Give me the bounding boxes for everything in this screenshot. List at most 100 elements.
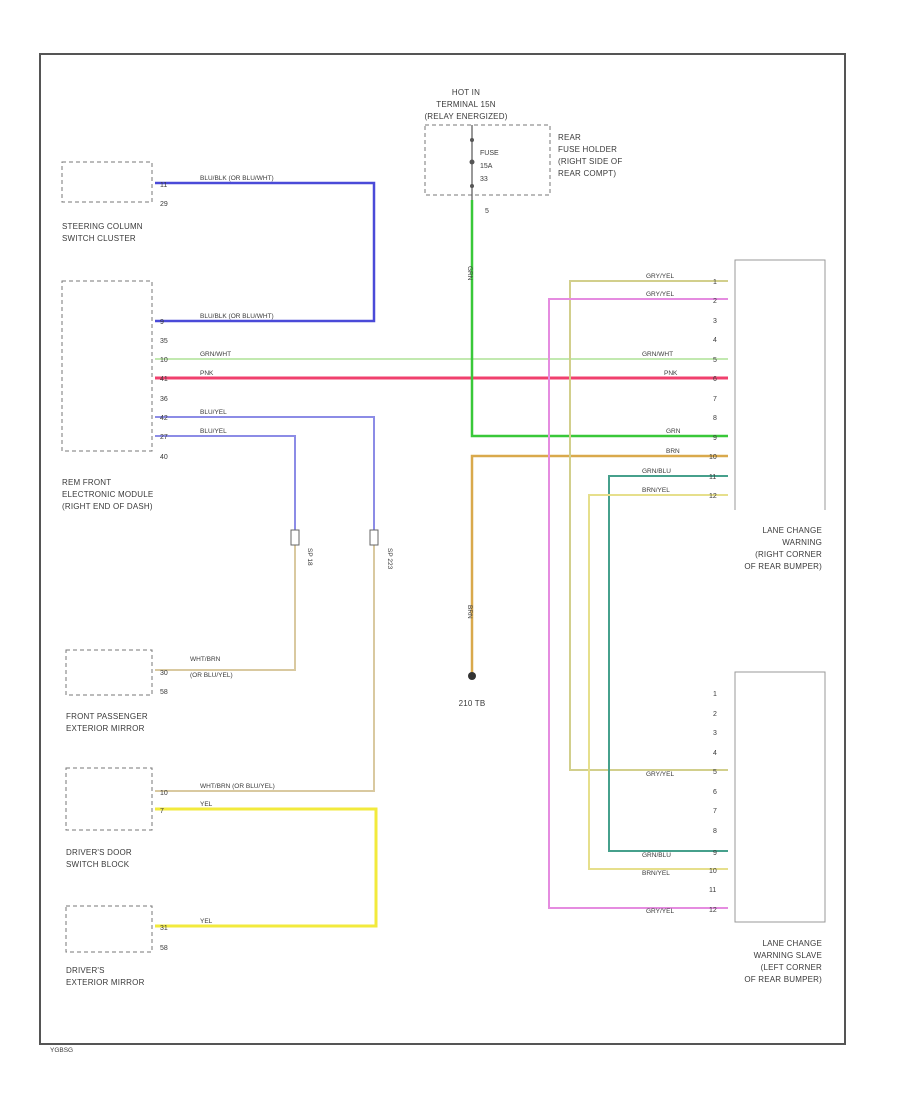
ground-label: 210 TB [459, 699, 486, 708]
lcw-master-pin-6: 6 [713, 376, 717, 383]
lcw-master-wire-5: PNK [664, 370, 678, 377]
steering-wire-label: BLU/BLK (OR BLU/WHT) [200, 175, 274, 182]
lane-change-warning-slave: 1 2 3 4 5 6 7 8 9 10 11 12 GRY/YEL GRN/B… [642, 671, 826, 984]
lcw-master-pin-1: 1 [713, 279, 717, 286]
rem-label-2: ELECTRONIC MODULE [62, 490, 153, 499]
splice-223-label: SP 223 [386, 548, 393, 570]
ground-icon [468, 672, 476, 680]
fuse-label: FUSE [480, 150, 499, 157]
fuse-rating: 15A [480, 163, 493, 170]
lcw-master-label-4: OF REAR BUMPER) [744, 562, 822, 571]
driver-exterior-mirror: 31 58 YEL DRIVER'S EXTERIOR MIRROR [65, 905, 213, 987]
ground: 210 TB BRN [459, 605, 486, 708]
hot-label-3: (RELAY ENERGIZED) [424, 112, 507, 121]
lcw-slave-pin-7: 7 [713, 808, 717, 815]
driver-switch-pin-1: 10 [160, 790, 168, 797]
passenger-mirror-label-1: FRONT PASSENGER [66, 712, 148, 721]
rem-wire-label-3: PNK [200, 370, 214, 377]
lcw-master-pin-4: 4 [713, 337, 717, 344]
driver-mirror-wire-1: YEL [200, 918, 213, 925]
lcw-slave-pin-9: 9 [713, 850, 717, 857]
rem-pin-4: 41 [160, 376, 168, 383]
lcw-master-wire-11: GRN/BLU [642, 468, 671, 475]
lcw-slave-pin-11: 11 [709, 887, 716, 894]
driver-switch-label-1: DRIVER'S DOOR [66, 848, 132, 857]
power-terminal: 5 [485, 208, 489, 215]
lcw-master-pin-8: 8 [713, 415, 717, 422]
wire-gry-yel-2 [548, 298, 728, 909]
passenger-mirror-pin-1: 30 [160, 670, 168, 677]
rem-box [61, 280, 153, 452]
lcw-slave-box [734, 671, 826, 923]
splice-223-icon [369, 529, 379, 546]
passenger-mirror-wire-2: (OR BLU/YEL) [190, 672, 233, 679]
rem-wire-label-1: BLU/BLK (OR BLU/WHT) [200, 313, 274, 320]
holder-label-4: REAR COMPT) [558, 169, 616, 178]
splice-18: SP 18 [290, 529, 313, 566]
lcw-master-pin-3: 3 [713, 318, 717, 325]
lcw-master-wire-1: GRY/YEL [646, 273, 674, 280]
hot-label-2: TERMINAL 15N [436, 100, 495, 109]
splice-18-label: SP 18 [306, 548, 313, 566]
rem-label-3: (RIGHT END OF DASH) [62, 502, 153, 511]
power-wire-label: GRN [466, 266, 473, 281]
splice-18-icon [290, 529, 300, 546]
wire-wht-brn-passenger [155, 545, 296, 671]
passenger-mirror-box [65, 649, 153, 696]
lcw-master-wire-2: GRY/YEL [646, 291, 674, 298]
lcw-slave-wire-10: BRN/YEL [642, 870, 670, 877]
lcw-master-label-1: LANE CHANGE [762, 526, 822, 535]
rem-pin-1: 9 [160, 319, 164, 326]
front-passenger-mirror: 30 58 WHT/BRN (OR BLU/YEL) FRONT PASSENG… [65, 649, 233, 733]
lcw-slave-pin-1: 1 [713, 691, 717, 698]
lcw-slave-pin-5: 5 [713, 769, 717, 776]
lcw-master-pin-11: 11 [709, 474, 716, 481]
wire-grn-blu [608, 475, 728, 852]
lcw-master-pin-7: 7 [713, 396, 717, 403]
fuse-icon [469, 159, 475, 165]
rem-pin-6: 42 [160, 415, 168, 422]
lcw-master-wire-9: GRN [666, 428, 681, 435]
rem-pin-3: 10 [160, 357, 168, 364]
passenger-mirror-label-2: EXTERIOR MIRROR [66, 724, 145, 733]
driver-mirror-box [65, 905, 153, 953]
lcw-slave-pin-3: 3 [713, 730, 717, 737]
wire-brn-ground [470, 454, 728, 676]
rem-pin-8: 40 [160, 454, 168, 461]
lcw-slave-label-1: LANE CHANGE [762, 939, 822, 948]
lane-change-warning-master: 1 2 3 4 5 6 7 8 9 10 11 12 GRY/YEL GRY/Y… [642, 259, 826, 571]
fuse-number: 33 [480, 176, 488, 183]
steering-pin-1: 11 [160, 182, 167, 189]
wire-wht-brn-driver [155, 545, 375, 792]
ground-wire-label: BRN [466, 605, 473, 619]
lcw-slave-label-4: OF REAR BUMPER) [744, 975, 822, 984]
steering-label-1: STEERING COLUMN [62, 222, 143, 231]
driver-mirror-label-1: DRIVER'S [66, 966, 105, 975]
rem-pin-5: 36 [160, 396, 168, 403]
holder-label-2: FUSE HOLDER [558, 145, 617, 154]
lcw-master-pin-12: 12 [709, 493, 717, 500]
wire-brn-yel [588, 494, 728, 870]
lcw-master-pin-5: 5 [713, 357, 717, 364]
lcw-master-box [734, 259, 826, 510]
wire-grn-power [470, 200, 728, 438]
holder-label-1: REAR [558, 133, 581, 142]
footer-code: YGBSG [50, 1047, 73, 1054]
lcw-slave-pin-8: 8 [713, 828, 717, 835]
lcw-master-label-2: WARNING [782, 538, 822, 547]
rem-wire-label-4: BLU/YEL [200, 409, 227, 416]
lcw-master-pin-9: 9 [713, 435, 717, 442]
driver-switch-wire-1: WHT/BRN (OR BLU/YEL) [200, 783, 275, 790]
rem-wire-label-5: BLU/YEL [200, 428, 227, 435]
lcw-master-wire-10: BRN [666, 448, 680, 455]
rem-pin-2: 35 [160, 338, 168, 345]
rem-front-module: 9 35 10 41 36 42 27 40 BLU/BLK (OR BLU/W… [61, 280, 274, 511]
fuse-holder-box [424, 124, 551, 196]
lcw-slave-pin-6: 6 [713, 789, 717, 796]
lcw-slave-pin-2: 2 [713, 711, 717, 718]
driver-mirror-pin-2: 58 [160, 945, 168, 952]
steering-column-switch: 11 29 BLU/BLK (OR BLU/WHT) STEERING COLU… [61, 161, 274, 243]
steering-box [61, 161, 153, 203]
